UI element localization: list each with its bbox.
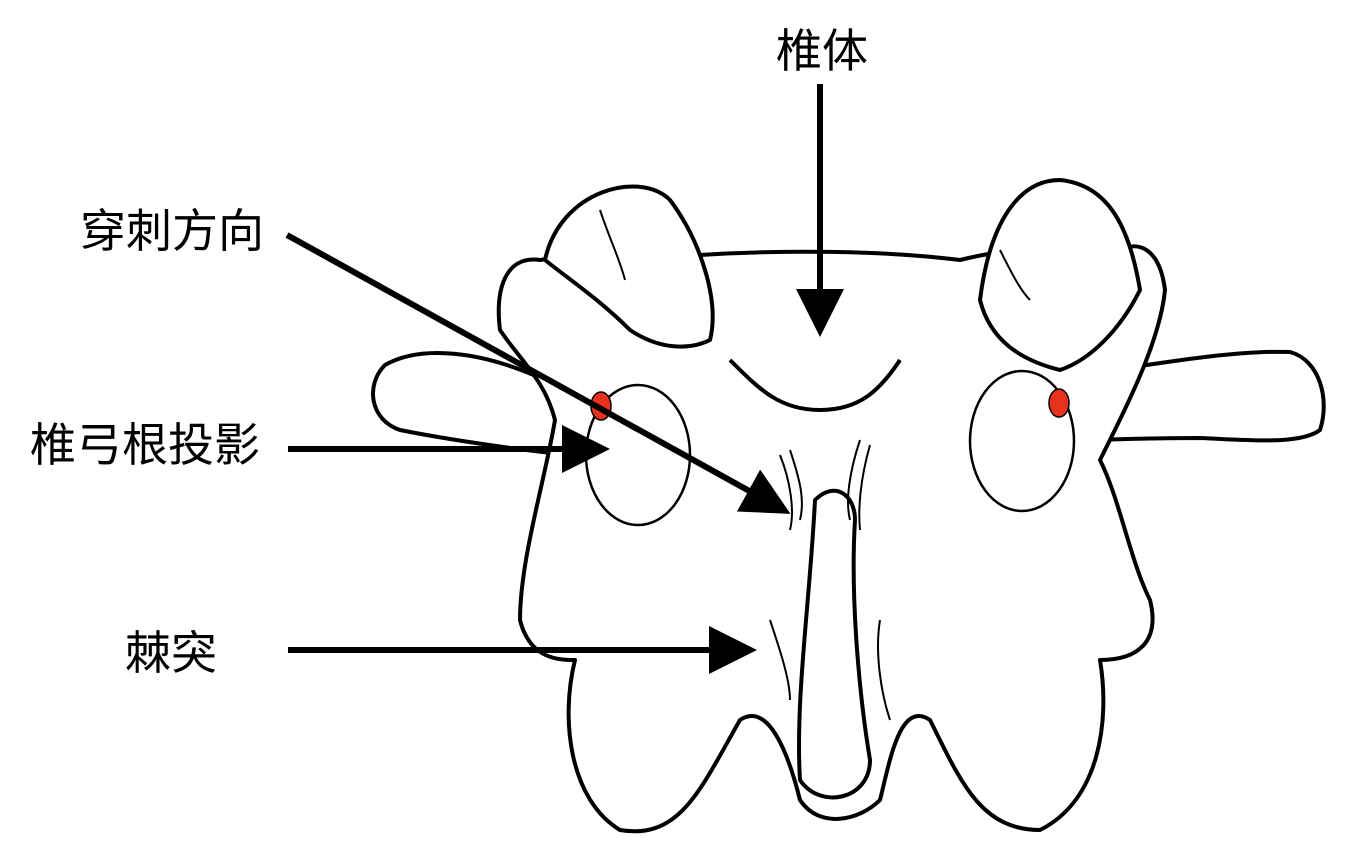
label-pedicle-projection: 椎弓根投影 xyxy=(30,418,260,472)
arrows xyxy=(285,84,844,674)
label-spinous-process: 棘突 xyxy=(125,626,217,680)
label-vertebral-body: 椎体 xyxy=(776,24,868,78)
hatching xyxy=(599,209,1031,721)
vertebra-outline xyxy=(371,178,1326,834)
right-entry-point-marker xyxy=(1048,388,1070,418)
right-pedicle-projection-circle xyxy=(968,369,1076,513)
label-puncture-direction: 穿刺方向 xyxy=(80,204,264,258)
puncture-direction-arrow xyxy=(285,232,791,514)
